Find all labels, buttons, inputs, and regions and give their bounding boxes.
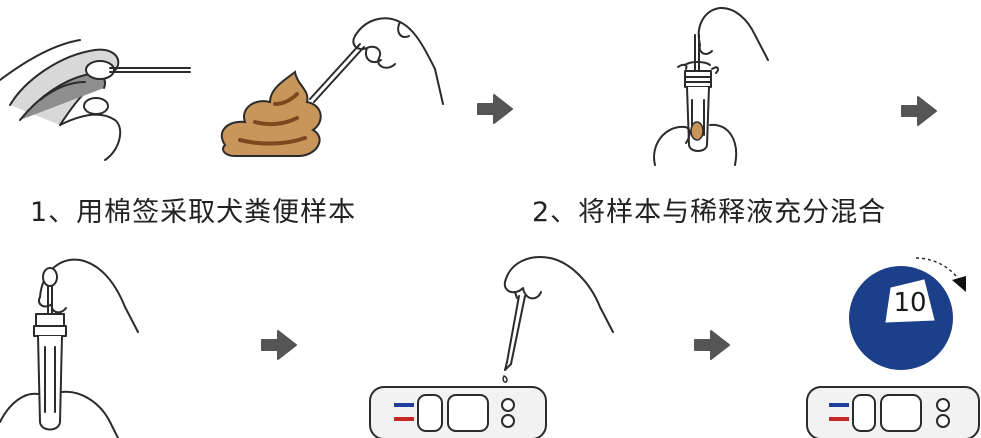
- timer-icon: [849, 257, 966, 370]
- stool-icon: [220, 70, 322, 157]
- test-cassette-icon: [806, 386, 980, 438]
- step-1-caption: 1、用棉签采取犬粪便样本: [30, 197, 357, 228]
- hand-tube-mixing-icon: [653, 6, 769, 166]
- test-cassette-icon: [369, 386, 547, 438]
- arrow-right-icon: [261, 330, 297, 360]
- hand-swab-icon: [0, 39, 191, 161]
- hand-tube-cap-icon: [0, 258, 139, 438]
- hand-holding-swab-icon: [309, 17, 444, 105]
- arrow-right-icon: [694, 330, 730, 360]
- step-2-caption: 2、将样本与稀释液充分混合: [532, 197, 887, 228]
- hand-dropper-icon: [500, 256, 614, 395]
- timer-minutes: 10: [893, 288, 927, 318]
- arrow-right-icon: [477, 94, 513, 124]
- arrow-right-icon: [901, 96, 937, 126]
